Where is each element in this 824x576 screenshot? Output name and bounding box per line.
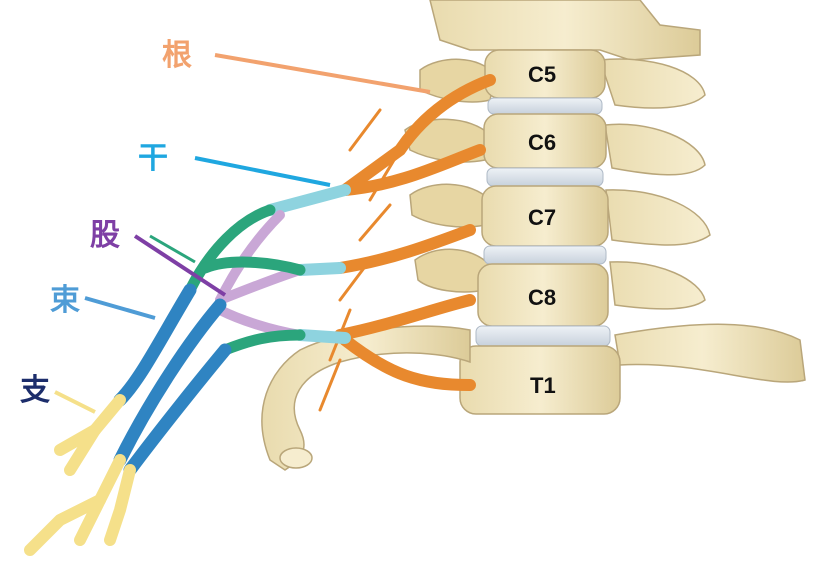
label-division: 股: [90, 218, 120, 253]
vertebra-label-c7: C7: [528, 205, 556, 230]
part-labels: 根 干 股 束 支: [20, 38, 431, 414]
vertebra-top-partial: [429, 0, 701, 61]
root-c5: [339, 74, 496, 196]
disc-c6-c7: [486, 167, 604, 187]
leader-line-branch: [54, 390, 96, 414]
nerve-trunks: [264, 184, 351, 344]
disc-c5-c6: [487, 97, 603, 115]
leader-line-cord: [84, 296, 156, 320]
posterior-processes: [598, 58, 806, 383]
cord-lateral: [113, 283, 197, 407]
vertebra-label-c6: C6: [528, 130, 556, 155]
disc-lower: [475, 325, 611, 347]
brachial-plexus: [24, 74, 496, 556]
label-trunk: 干: [138, 141, 168, 176]
terminal-branches: [24, 394, 136, 556]
label-root: 根: [162, 38, 192, 73]
root-c7: [334, 224, 476, 274]
vertebra-label-c8: C8: [528, 285, 556, 310]
vertebra-labels: C5 C6 C7 C8 T1: [528, 62, 556, 398]
root-c6: [339, 144, 486, 196]
leader-line-root: [214, 53, 431, 94]
trunk-upper: [264, 184, 351, 216]
nerve-roots: [334, 74, 496, 391]
root-t1: [339, 334, 476, 391]
root-c8: [334, 294, 476, 341]
vertebra-label-t1: T1: [530, 373, 556, 398]
leader-line-trunk: [194, 156, 331, 187]
nerve-cords: [113, 283, 232, 477]
cord-posterior: [113, 298, 227, 467]
rib-cut-end: [279, 447, 313, 469]
label-cord: 束: [50, 283, 80, 318]
vertebra-label-c5: C5: [528, 62, 556, 87]
label-branch: 支: [20, 373, 50, 408]
trunk-lower: [294, 329, 351, 344]
trunk-middle: [294, 262, 346, 276]
small-nerve-twigs: [318, 108, 402, 412]
cord-medial: [123, 343, 232, 477]
leader-line-division: [133, 234, 227, 297]
leader-line-division-green: [149, 234, 196, 264]
disc-c7-t1: [483, 245, 607, 265]
